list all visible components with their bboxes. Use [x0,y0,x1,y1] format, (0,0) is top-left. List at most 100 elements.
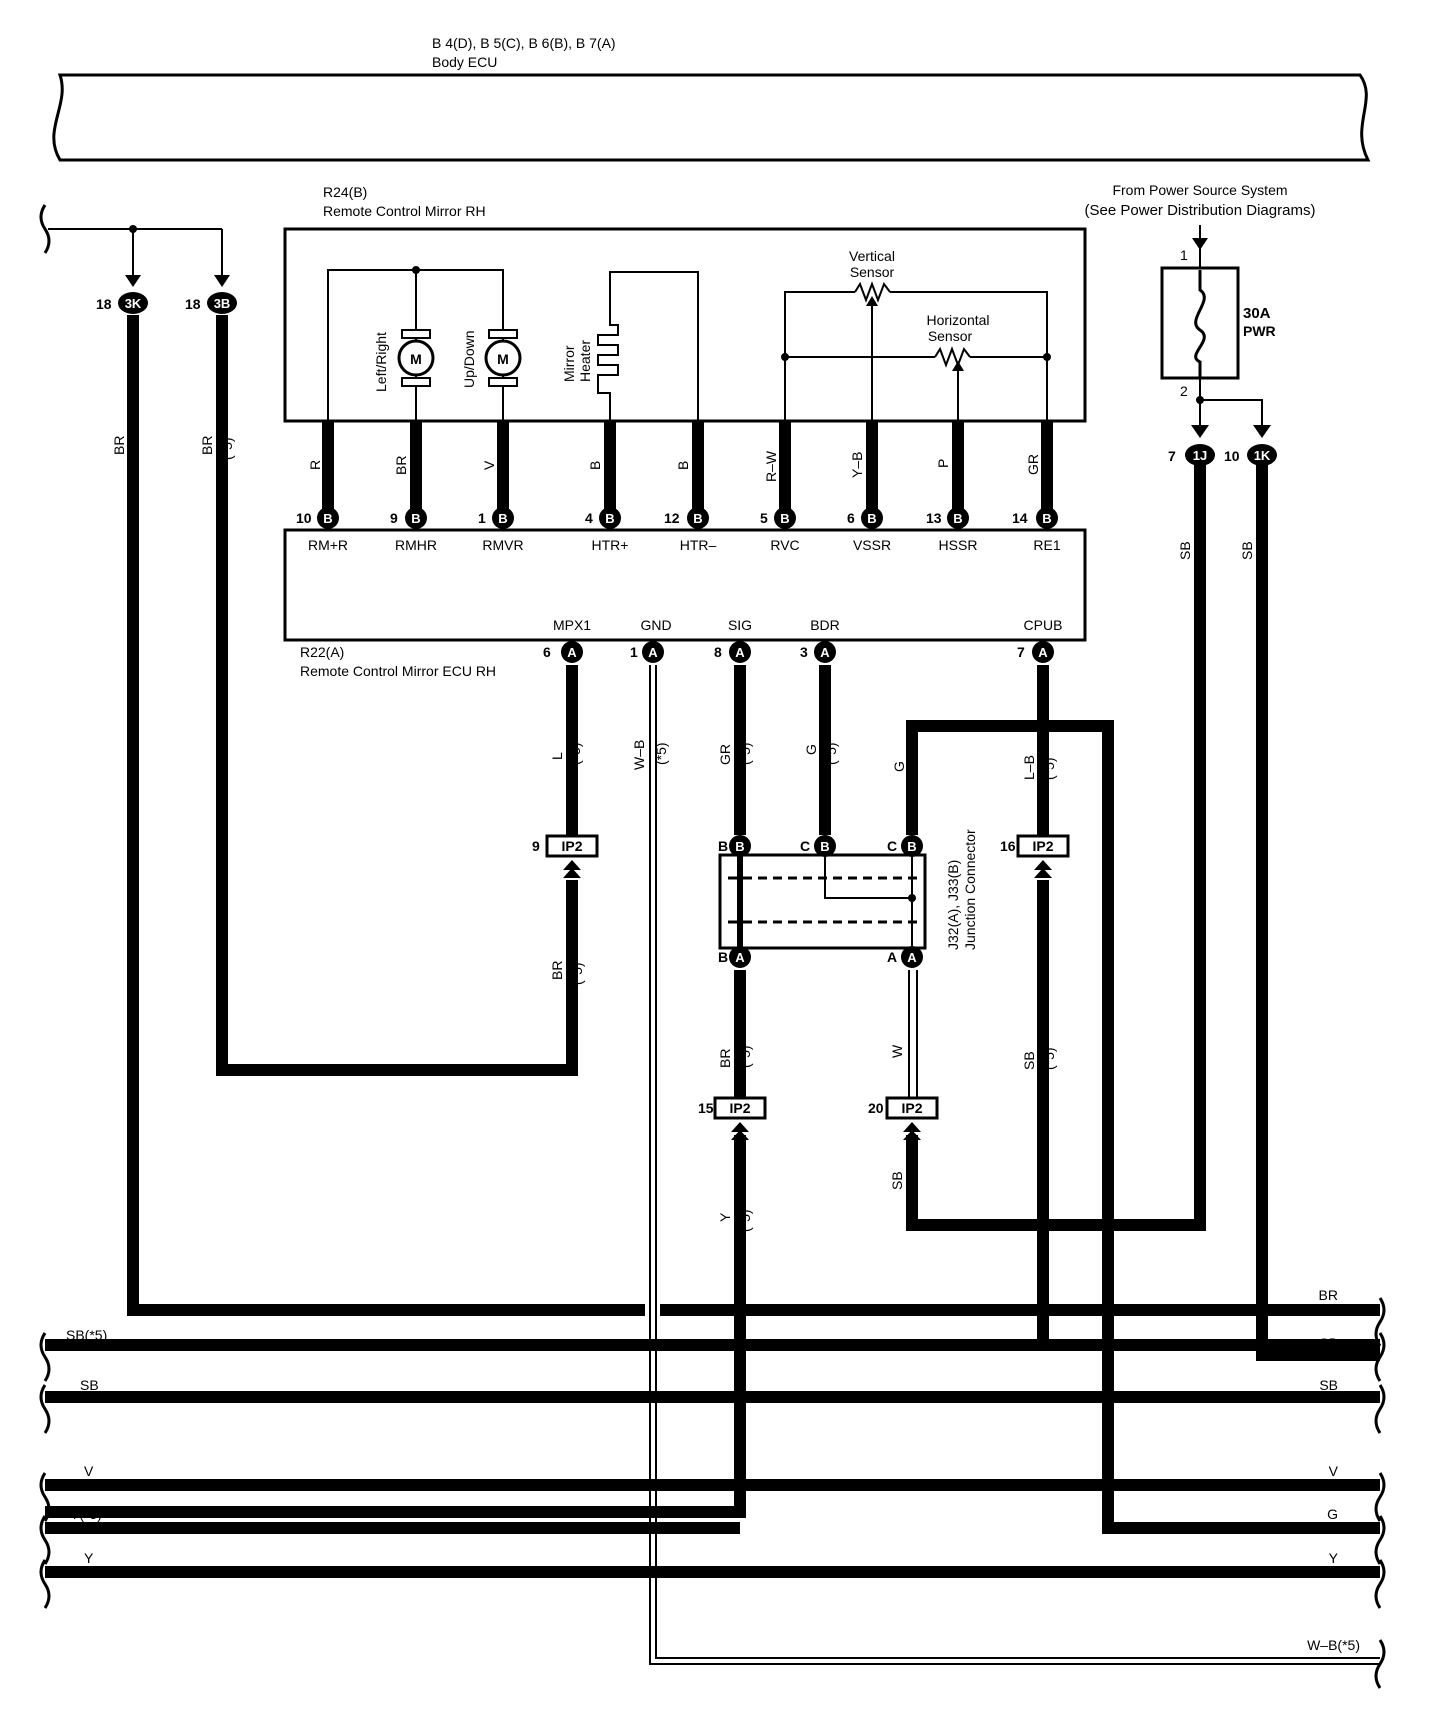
svg-text:10: 10 [1224,448,1240,464]
vertical-sensor-icon [854,281,891,303]
svg-text:HTR+: HTR+ [592,537,629,553]
svg-text:B: B [1042,511,1051,526]
svg-text:(*5): (*5) [567,742,583,765]
wire-y-ip2-15-note: (*5) [737,1209,753,1232]
svg-text:G: G [1327,1506,1338,1522]
svg-text:VSSR: VSSR [853,537,891,553]
fuse-pin-out: 2 [1180,383,1188,399]
svg-text:9: 9 [390,510,398,526]
svg-text:G: G [803,744,819,755]
svg-text:BR: BR [393,456,409,475]
junction-name-2: Junction Connector [962,829,978,950]
svg-text:6: 6 [543,644,551,660]
heater-icon [597,271,699,425]
svg-text:18: 18 [96,296,112,312]
connector-3k: 18 3K [96,292,148,314]
motor-ud-symbol: M [497,351,509,367]
ip2-15: 15 IP2 [698,1096,767,1140]
svg-text:SB: SB [1319,1377,1338,1393]
svg-text:1K: 1K [1254,448,1271,463]
svg-text:HSSR: HSSR [939,537,978,553]
wire-y-ip2-15: Y [717,1212,733,1222]
svg-text:5: 5 [760,510,768,526]
svg-text:P: P [935,459,951,468]
svg-text:18: 18 [185,296,201,312]
svg-text:(*5): (*5) [823,742,839,765]
svg-text:A: A [1038,645,1048,660]
svg-text:R: R [307,460,323,470]
connector-1j: 7 1J [1168,444,1215,466]
svg-text:R–W: R–W [763,450,779,482]
heater-label-2: Heater [577,340,593,382]
svg-text:4: 4 [585,510,593,526]
mirror-box [283,227,1087,423]
wire-br-ip2-15-note: (*5) [737,1045,753,1068]
power-source-line2: (See Power Distribution Diagrams) [1085,202,1316,219]
svg-text:16: 16 [1000,838,1016,854]
heater-label-1: Mirror [561,345,577,382]
svg-text:A: A [887,949,897,965]
motor-lr-icon [397,339,435,377]
horizontal-sensor-label-1: Horizontal [926,312,989,328]
svg-text:HTR–: HTR– [680,537,717,553]
svg-text:GND: GND [640,617,671,633]
svg-text:1: 1 [630,644,638,660]
svg-text:SB: SB [80,1377,99,1393]
svg-text:14: 14 [1012,510,1028,526]
connector-1k: 10 1K [1224,444,1277,466]
svg-text:CPUB: CPUB [1024,617,1063,633]
svg-text:IP2: IP2 [729,1100,750,1116]
svg-text:B: B [411,511,420,526]
svg-text:(*5): (*5) [1041,757,1057,780]
motor-ud-label: Up/Down [461,330,477,388]
svg-text:1J: 1J [1193,448,1207,463]
wire-br-3k: BR [111,436,127,455]
svg-text:C: C [800,838,810,854]
wire-sb-ip2-20: SB [889,1171,905,1190]
fuse-pin-in: 1 [1180,247,1188,263]
continuation-marks [39,204,1386,1689]
wire-br-3b-note: (*5) [219,437,235,460]
svg-text:3B: 3B [214,296,231,311]
svg-text:L: L [549,752,565,760]
power-source-line1: From Power Source System [1112,182,1287,198]
vertical-sensor-label-2: Sensor [850,264,895,280]
svg-text:3K: 3K [125,296,142,311]
svg-text:GR: GR [717,744,733,765]
wire-br-3b: BR [199,436,215,455]
wire-sb-1k: SB [1239,541,1255,560]
svg-text:C: C [887,838,897,854]
svg-text:GR: GR [1025,454,1041,475]
svg-text:B: B [693,511,702,526]
svg-text:Y(*5): Y(*5) [70,1506,102,1522]
svg-text:(*5): (*5) [653,742,669,765]
fuse-amp: 30A [1243,305,1271,322]
right-bus-labels: BR SB SB V G Y W–B(*5) [1307,1287,1360,1653]
svg-text:Y: Y [84,1550,94,1566]
svg-text:IP2: IP2 [1032,838,1053,854]
motor-lr-symbol: M [410,351,422,367]
svg-text:MPX1: MPX1 [553,617,591,633]
power-arrow-icon [1192,238,1208,250]
svg-text:V: V [84,1463,94,1479]
svg-text:W–B(*5): W–B(*5) [1307,1637,1360,1653]
motor-lr-label: Left/Right [373,332,389,392]
svg-text:20: 20 [868,1100,884,1116]
svg-text:12: 12 [664,510,680,526]
wire-w-ip2-20: W [889,1044,905,1058]
mirror-name: Remote Control Mirror RH [323,203,486,219]
wire-br-ip2-15: BR [717,1049,733,1068]
svg-text:L–B: L–B [1021,755,1037,780]
